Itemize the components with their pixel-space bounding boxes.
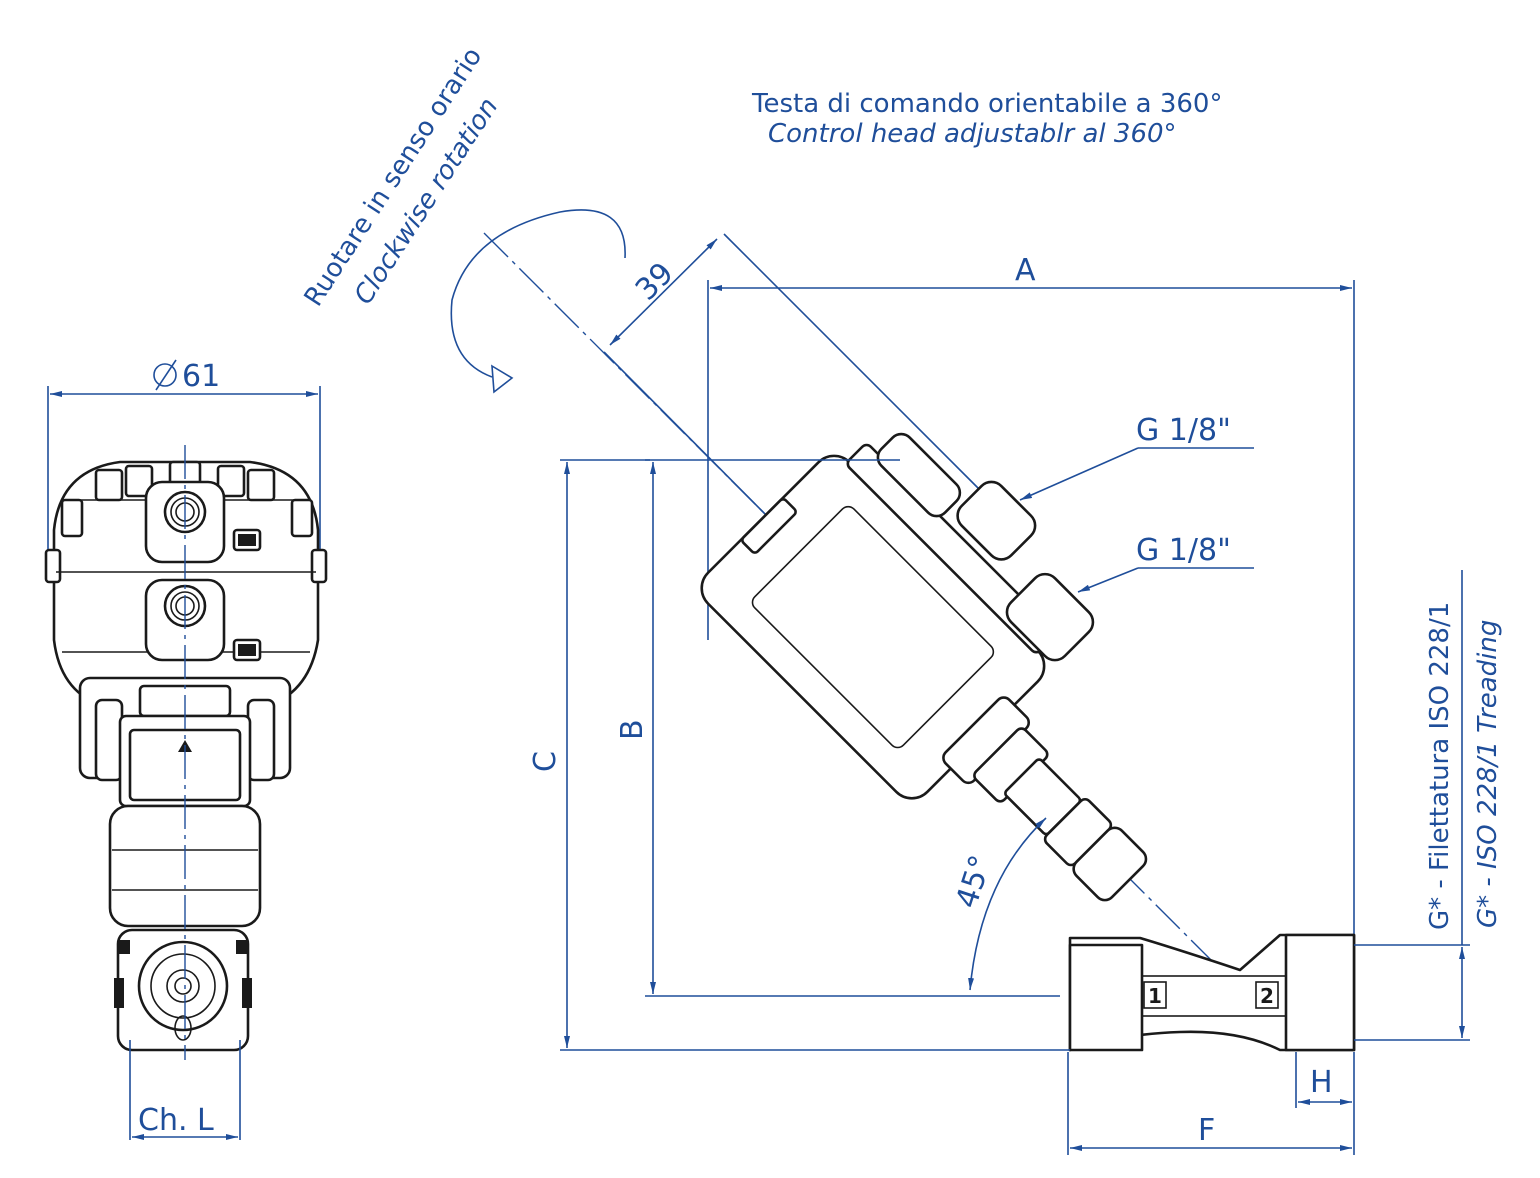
dimension-A-label: A (1015, 253, 1036, 288)
head-note-en: Control head adjustablr al 360° (768, 119, 1177, 149)
front-view: 61 (44, 359, 328, 1140)
thread-note-it: G* - Filettatura ISO 228/1 (1425, 602, 1455, 930)
pilot-port-lower-label: G 1/8" (1136, 533, 1231, 568)
outlet-port-number: 2 (1260, 984, 1274, 1008)
pilot-port-upper-side (956, 480, 1037, 561)
outlet-port (1284, 933, 1356, 1052)
thread-note-en: G* - ISO 228/1 Treading (1473, 620, 1503, 928)
angle-value: 45° (949, 851, 999, 912)
head-note-it: Testa di comando orientabile a 360° (751, 89, 1222, 119)
pilot-port-upper-label: G 1/8" (1136, 413, 1231, 448)
dimension-C-label: C (528, 751, 563, 772)
inlet-port-number: 1 (1148, 984, 1162, 1008)
dimension-H-label: H (1310, 1065, 1333, 1100)
dimension-F-label: F (1198, 1113, 1215, 1148)
actuator-head-side (700, 432, 1148, 902)
offset-dimension-line (609, 238, 718, 346)
diameter-symbol-icon (153, 359, 177, 391)
inlet-port (1068, 943, 1144, 1052)
diameter-value: 61 (182, 359, 220, 394)
wrench-size-label: Ch. L (138, 1103, 214, 1138)
pilot-port-lower-side (1005, 572, 1095, 662)
dimension-B-label: B (615, 719, 650, 740)
indicator-tabs (232, 528, 262, 662)
offset-dimension-value: 39 (629, 256, 681, 308)
port-connection-front (114, 928, 252, 1052)
angle-arc (968, 817, 1047, 991)
rotation-arrow-icon (450, 209, 626, 378)
side-view: Ruotare in senso orario Clockwise rotati… (299, 42, 1503, 1155)
